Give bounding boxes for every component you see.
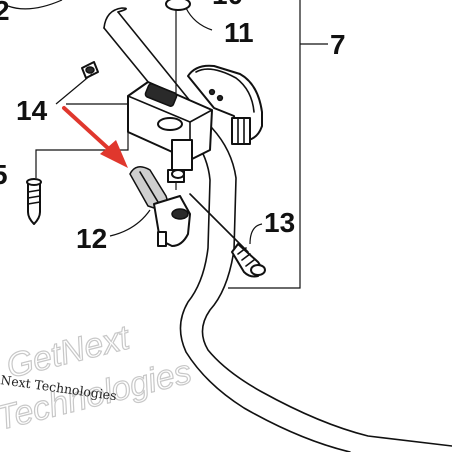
part-13-screw bbox=[189, 193, 266, 278]
callout-labels: 2 10 11 7 14 5 13 12 bbox=[0, 0, 346, 254]
callout-11: 11 bbox=[224, 17, 254, 48]
watermark: GetNext Technologies Next Technologies bbox=[0, 318, 196, 439]
callout-7: 7 bbox=[330, 29, 346, 60]
part-14-grommet bbox=[81, 61, 99, 79]
callout-2: 2 bbox=[0, 0, 10, 26]
callout-12: 12 bbox=[76, 223, 107, 254]
callout-5: 5 bbox=[0, 159, 8, 190]
callout-13: 13 bbox=[264, 207, 295, 238]
handle-tube bbox=[103, 7, 452, 452]
callout-10: 10 bbox=[212, 0, 243, 10]
callout-7-bracket bbox=[228, 0, 328, 289]
red-arrow bbox=[62, 106, 128, 168]
callout-14: 14 bbox=[16, 95, 48, 126]
part-5-screw bbox=[26, 178, 42, 225]
part-12-lever bbox=[129, 166, 191, 247]
part-10-cap bbox=[165, 0, 191, 11]
leader-lines bbox=[7, 0, 263, 245]
bracket-clip bbox=[187, 64, 263, 145]
